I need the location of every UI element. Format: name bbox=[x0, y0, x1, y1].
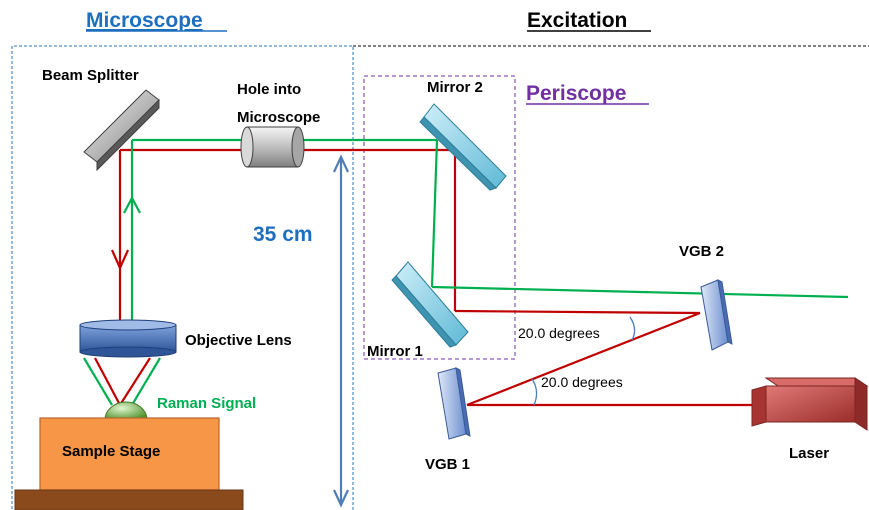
laser-label: Laser bbox=[789, 445, 829, 462]
microscope-heading: Microscope bbox=[86, 9, 203, 32]
laser-box bbox=[751, 377, 869, 431]
mirror-2-label: Mirror 2 bbox=[427, 79, 483, 96]
objective-lens-label: Objective Lens bbox=[185, 332, 292, 349]
hole-label-line1: Hole into bbox=[237, 81, 301, 98]
raman-signal-label: Raman Signal bbox=[157, 395, 256, 412]
green-beam-path bbox=[83, 138, 849, 406]
angle-arc-top bbox=[629, 316, 636, 341]
vgb-2-label: VGB 2 bbox=[679, 243, 724, 260]
height-label: 35 cm bbox=[253, 223, 313, 246]
angle-bottom-label: 20.0 degrees bbox=[541, 374, 623, 390]
mirror-2 bbox=[419, 103, 507, 191]
vgb-1 bbox=[437, 367, 471, 440]
microscope-boundary bbox=[11, 45, 354, 510]
microscope-port bbox=[240, 126, 305, 168]
sample-stage bbox=[14, 417, 244, 510]
red-beam-path bbox=[94, 148, 752, 407]
angle-arc-bottom bbox=[531, 378, 538, 406]
height-arrow bbox=[333, 154, 349, 508]
sample-droplet bbox=[104, 401, 148, 421]
periscope-heading: Periscope bbox=[526, 82, 626, 105]
beam-splitter-label: Beam Splitter bbox=[42, 67, 139, 84]
mirror-1-label: Mirror 1 bbox=[367, 343, 423, 360]
excitation-heading: Excitation bbox=[527, 9, 627, 32]
objective-lens bbox=[79, 319, 177, 358]
hole-label-line2: Microscope bbox=[237, 109, 320, 126]
beam-splitter bbox=[83, 89, 160, 172]
sample-stage-label: Sample Stage bbox=[62, 443, 160, 460]
angle-top-label: 20.0 degrees bbox=[518, 325, 600, 341]
mirror-1 bbox=[391, 261, 469, 348]
vgb-1-label: VGB 1 bbox=[425, 456, 470, 473]
vgb-2 bbox=[700, 279, 733, 351]
